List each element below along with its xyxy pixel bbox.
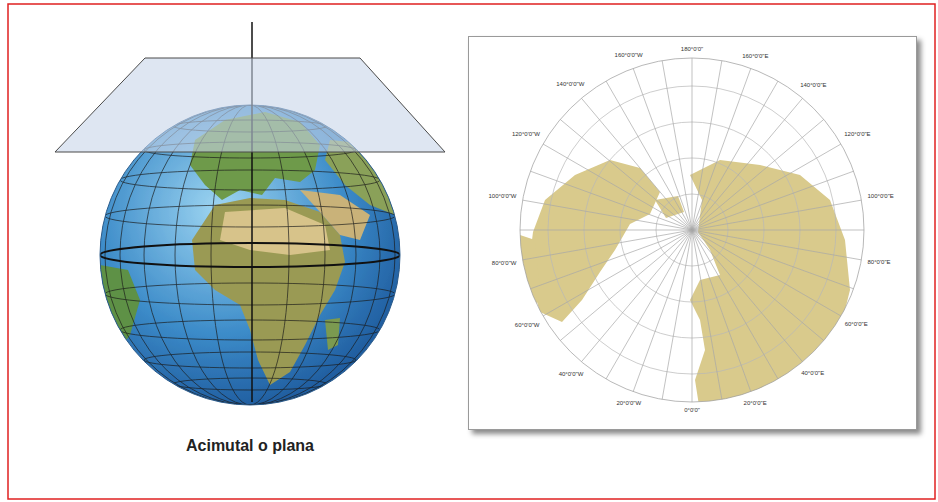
meridian-line [692,230,854,289]
longitude-label: 20°0'0"W [615,400,642,407]
longitude-label: 160°0'0"W [614,52,644,59]
longitude-label: 80°0'0"W [491,260,518,267]
meridian-line [692,230,778,379]
longitude-label: 140°0'0"E [799,82,827,89]
meridian-line [560,119,692,230]
meridian-line [692,144,841,230]
meridian-line [662,230,692,399]
longitude-label: 40°0'0"E [800,370,825,377]
meridian-line [530,171,692,230]
longitude-label: 100°0'0"W [488,193,518,200]
longitude-label: 0°0'0" [683,407,701,414]
longitude-label: 60°0'0"E [844,321,869,328]
meridian-line [523,200,692,230]
longitude-label: 60°0'0"W [514,322,541,329]
tangent-plane [55,58,445,152]
longitude-label: 40°0'0"W [558,371,585,378]
meridian-line [692,230,861,260]
meridian-line [543,230,692,316]
meridian-line [692,230,864,231]
meridian-line [692,58,693,230]
longitude-label: 20°0'0"E [743,400,768,407]
longitude-label: 100°0'0"E [866,193,894,200]
longitude-label: 140°0'0"W [555,81,585,88]
meridian-line [606,81,692,230]
meridian-line [692,98,803,230]
meridian-line [692,230,824,341]
outer-border [8,4,935,499]
longitude-label: 120°0'0"E [843,131,871,138]
meridian-line [520,230,692,231]
longitude-label: 80°0'0"E [867,259,892,266]
meridian-line [692,230,693,402]
meridian-line [692,68,751,230]
longitude-label: 160°0'0"E [741,53,769,60]
meridian-line [581,230,692,362]
longitude-label: 120°0'0"W [511,131,541,138]
meridian-line [633,230,692,392]
projection-caption: Acimutal o plana [186,437,314,455]
longitude-label: 180°0'0" [680,46,704,53]
meridian-line [692,61,722,230]
